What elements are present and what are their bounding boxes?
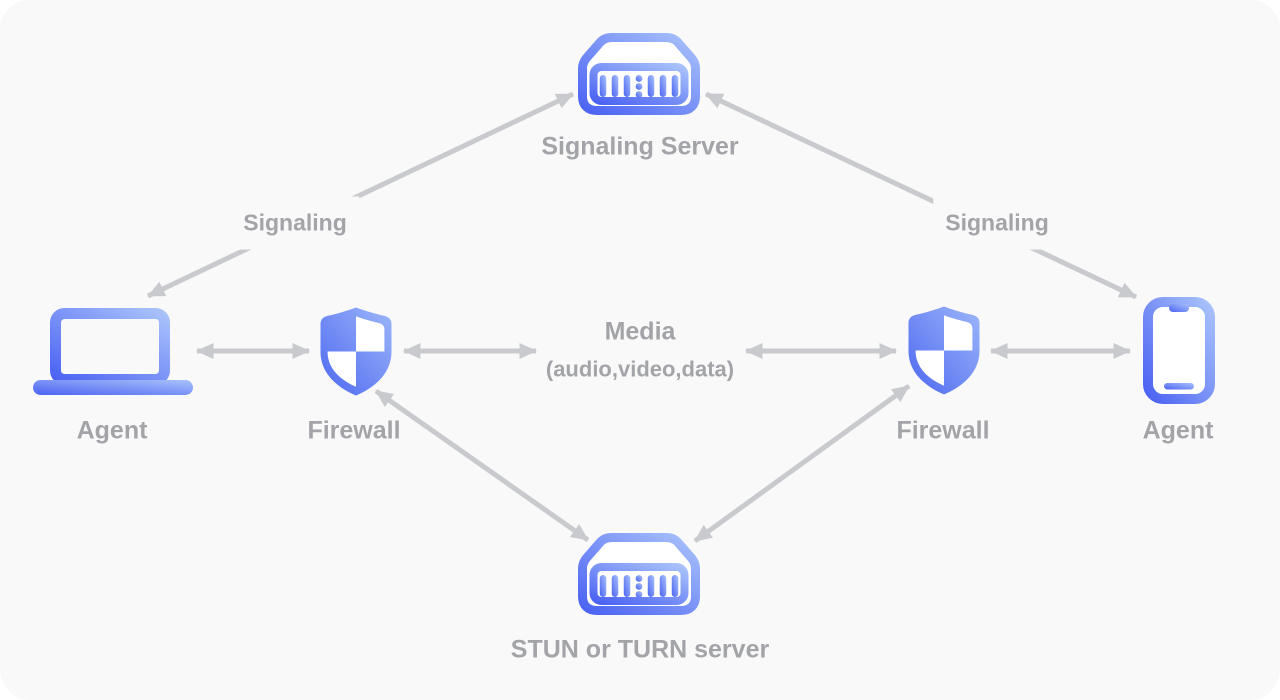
edge-label-media: Media (audio,video,data) xyxy=(545,317,735,382)
arrow-firewallright-stunturn xyxy=(693,383,911,544)
laptop-icon xyxy=(33,308,193,395)
node-label-agent-right: Agent xyxy=(1142,416,1214,445)
arrow-agentleft-signalingserver xyxy=(146,91,575,299)
edge-label-signaling-right: Signaling xyxy=(933,196,1061,250)
node-label-firewall-left: Firewall xyxy=(307,416,401,445)
node-label-agent-left: Agent xyxy=(76,416,148,445)
media-label-title: Media xyxy=(604,317,676,346)
shield-icon xyxy=(320,307,392,396)
server-icon xyxy=(578,533,700,615)
smartphone-icon xyxy=(1143,297,1215,404)
media-label-subtitle: (audio,video,data) xyxy=(545,356,735,382)
arrow-firewallleft-stunturn xyxy=(374,388,590,543)
server-icon xyxy=(578,33,700,115)
shield-icon xyxy=(908,306,980,395)
node-label-stun-turn-server: STUN or TURN server xyxy=(510,635,770,664)
node-label-firewall-right: Firewall xyxy=(896,416,990,445)
node-label-signaling-server: Signaling Server xyxy=(541,132,739,161)
arrow-signalingserver-agentright xyxy=(704,91,1138,300)
edge-label-signaling-left: Signaling xyxy=(231,196,359,250)
